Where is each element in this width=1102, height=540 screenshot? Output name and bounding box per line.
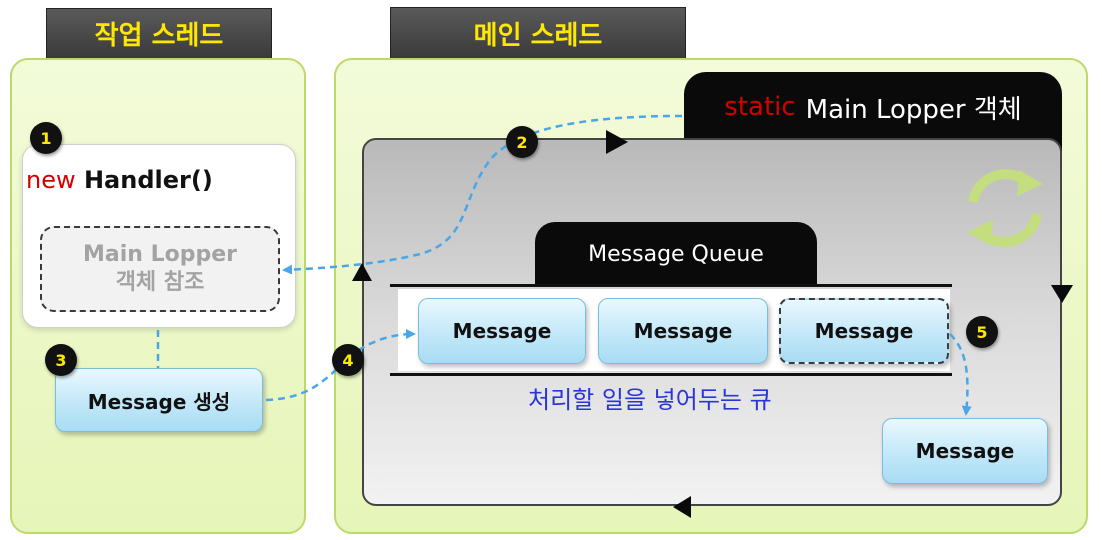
looper-reference-line1: Main Lopper [83,242,237,267]
dispatched-message: Message [882,418,1048,484]
handler-name: Handler() [83,166,213,194]
step-1-label: 1 [40,128,52,148]
queue-message-2: Message [598,298,768,364]
main-looper-label: Main Lopper 객체 [805,94,1022,125]
new-keyword: new [26,166,76,194]
main-thread-tab: 메인 스레드 [390,7,686,58]
looper-reference-line2: 객체 참조 [115,270,205,295]
loop-arrow-down-icon [1051,285,1073,303]
step5-connector [949,333,972,416]
queue-bottom-line [390,373,952,376]
queue-message-2-label: Message [633,319,733,343]
step-3-marker: 3 [45,344,77,376]
message-queue-title: Message Queue [588,241,764,267]
message-create-box: Message 생성 [55,368,263,432]
loop-arrow-up-icon [352,263,372,281]
queue-message-3-label: Message [814,319,914,343]
step-4-label: 4 [342,350,354,370]
message-queue-header: Message Queue [535,222,817,286]
step-2-marker: 2 [506,126,538,158]
queue-message-3: Message [779,298,949,364]
step-1-marker: 1 [30,122,62,154]
queue-caption: 처리할 일을 넣어두는 큐 [528,386,772,414]
loop-arrow-right-icon [606,130,628,154]
refresh-cycle-icon [967,169,1043,247]
main-thread-title: 메인 스레드 [473,20,603,51]
loop-arrow-left-icon [673,496,691,518]
queue-top-line [390,284,952,287]
step-5-marker: 5 [966,316,998,348]
looper-reference: Main Lopper 객체 참조 [40,226,280,312]
message-create-label: Message 생성 [87,389,231,414]
step2-connector [282,114,683,275]
step-5-label: 5 [976,322,988,342]
worker-thread-tab: 작업 스레드 [46,8,272,58]
dispatched-message-label: Message [915,439,1015,463]
step-2-label: 2 [516,132,528,152]
queue-message-1-label: Message [452,319,552,343]
queue-message-1: Message [418,298,586,364]
static-keyword: static [724,92,796,122]
step-3-label: 3 [55,350,67,370]
step-4-marker: 4 [332,344,364,376]
handler-title: new Handler() [26,166,213,194]
worker-thread-title: 작업 스레드 [94,21,224,51]
